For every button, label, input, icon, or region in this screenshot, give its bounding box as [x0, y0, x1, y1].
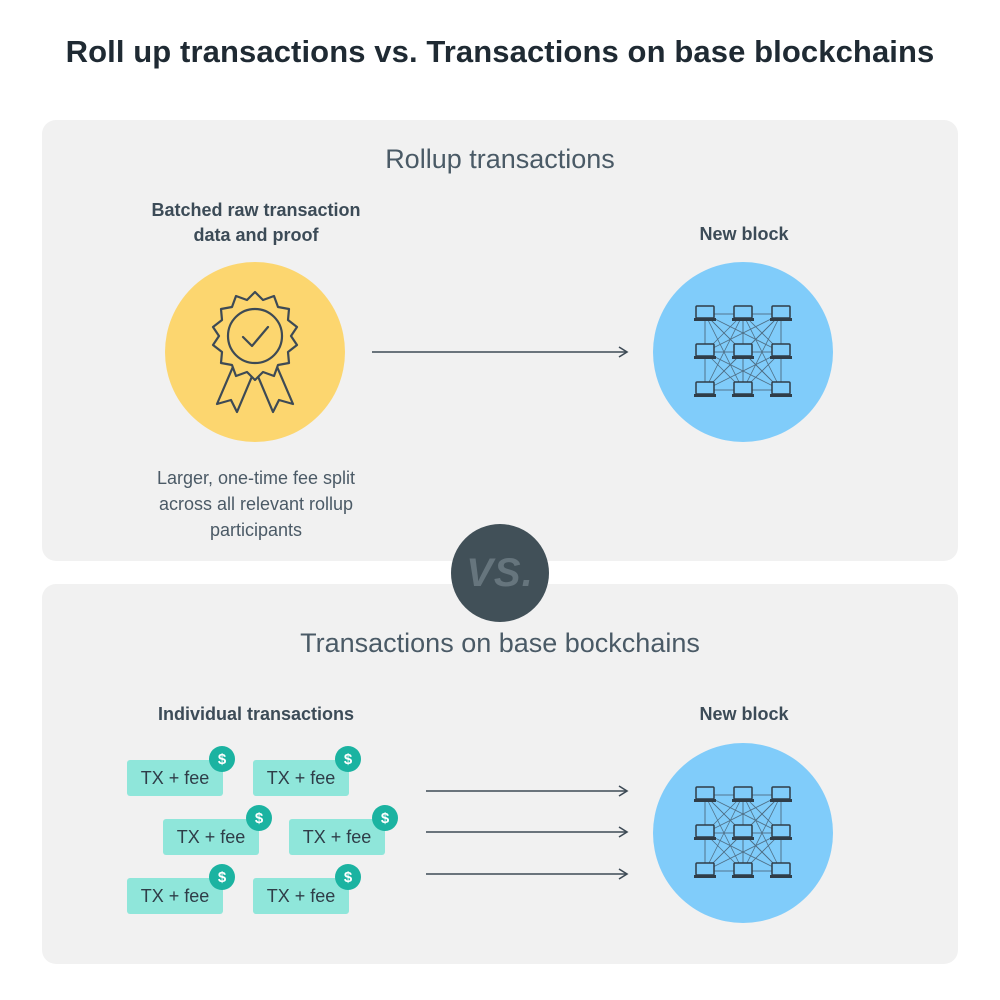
tx-item: TX + fee	[127, 760, 223, 796]
vs-badge: VS.	[451, 524, 549, 622]
computer-icon	[770, 305, 792, 321]
rollup-caption: Larger, one-time fee split across all re…	[106, 465, 406, 543]
base-target-label: New block	[699, 704, 789, 724]
rollup-source-label-line1: Batched raw transaction	[151, 200, 361, 220]
network-link	[704, 832, 782, 872]
rollup-source-label-line2: data and proof	[193, 225, 319, 245]
base-panel: Transactions on base bockchains Individu…	[42, 584, 958, 964]
computer-icon	[694, 381, 716, 397]
computer-icon	[770, 786, 792, 802]
dollar-coin-icon: $	[209, 746, 235, 772]
computer-icon	[694, 862, 716, 878]
tx-label: TX + fee	[176, 826, 246, 847]
tx-label: TX + fee	[140, 885, 210, 906]
computer-icon	[732, 305, 754, 321]
network-link	[704, 313, 782, 353]
computer-icon	[770, 381, 792, 397]
vs-label: VS.	[466, 550, 534, 595]
computer-icon	[732, 786, 754, 802]
computer-icon	[694, 824, 716, 840]
tx-item: TX + fee	[163, 819, 259, 855]
computer-icon	[694, 343, 716, 359]
base-new-block-circle	[653, 743, 833, 923]
base-heading: Transactions on base bockchains	[300, 628, 700, 658]
award-badge-icon	[211, 290, 299, 414]
dollar-coin-icon: $	[372, 805, 398, 831]
computer-icon	[732, 824, 754, 840]
base-arrow-2	[426, 826, 629, 838]
computer-icon	[770, 862, 792, 878]
rollup-source-circle	[165, 262, 345, 442]
base-arrow-3	[426, 868, 629, 880]
dollar-coin-icon: $	[335, 746, 361, 772]
tx-label: TX + fee	[266, 885, 336, 906]
rollup-caption-line3: participants	[209, 520, 303, 540]
tx-label: TX + fee	[140, 767, 210, 788]
base-arrow-1	[426, 785, 629, 797]
tx-item: TX + fee	[253, 878, 349, 914]
base-source-label: Individual transactions	[157, 704, 355, 724]
tx-item: TX + fee	[253, 760, 349, 796]
rollup-new-block-circle	[653, 262, 833, 442]
rollup-panel: Rollup transactions Batched raw transact…	[42, 120, 958, 561]
rollup-caption-line1: Larger, one-time fee split	[156, 468, 356, 488]
network-icon	[694, 786, 792, 878]
computer-icon	[732, 343, 754, 359]
rollup-heading: Rollup transactions	[385, 144, 615, 174]
dollar-coin-icon: $	[246, 805, 272, 831]
network-link	[704, 794, 782, 834]
rollup-caption-line2: across all relevant rollup	[158, 494, 354, 514]
network-link	[704, 351, 782, 391]
rollup-source-label: Batched raw transaction data and proof	[106, 198, 406, 248]
tx-item: TX + fee	[127, 878, 223, 914]
computer-icon	[770, 343, 792, 359]
tx-label: TX + fee	[266, 767, 336, 788]
dollar-coin-icon: $	[335, 864, 361, 890]
computer-icon	[732, 862, 754, 878]
computer-icon	[694, 305, 716, 321]
computer-icon	[732, 381, 754, 397]
rollup-target-label: New block	[699, 224, 789, 244]
tx-label: TX + fee	[302, 826, 372, 847]
network-icon	[694, 305, 792, 397]
computer-icon	[770, 824, 792, 840]
dollar-coin-icon: $	[209, 864, 235, 890]
page-title: Roll up transactions vs. Transactions on…	[65, 34, 935, 69]
tx-item: TX + fee	[289, 819, 385, 855]
computer-icon	[694, 786, 716, 802]
rollup-arrow	[372, 346, 629, 358]
